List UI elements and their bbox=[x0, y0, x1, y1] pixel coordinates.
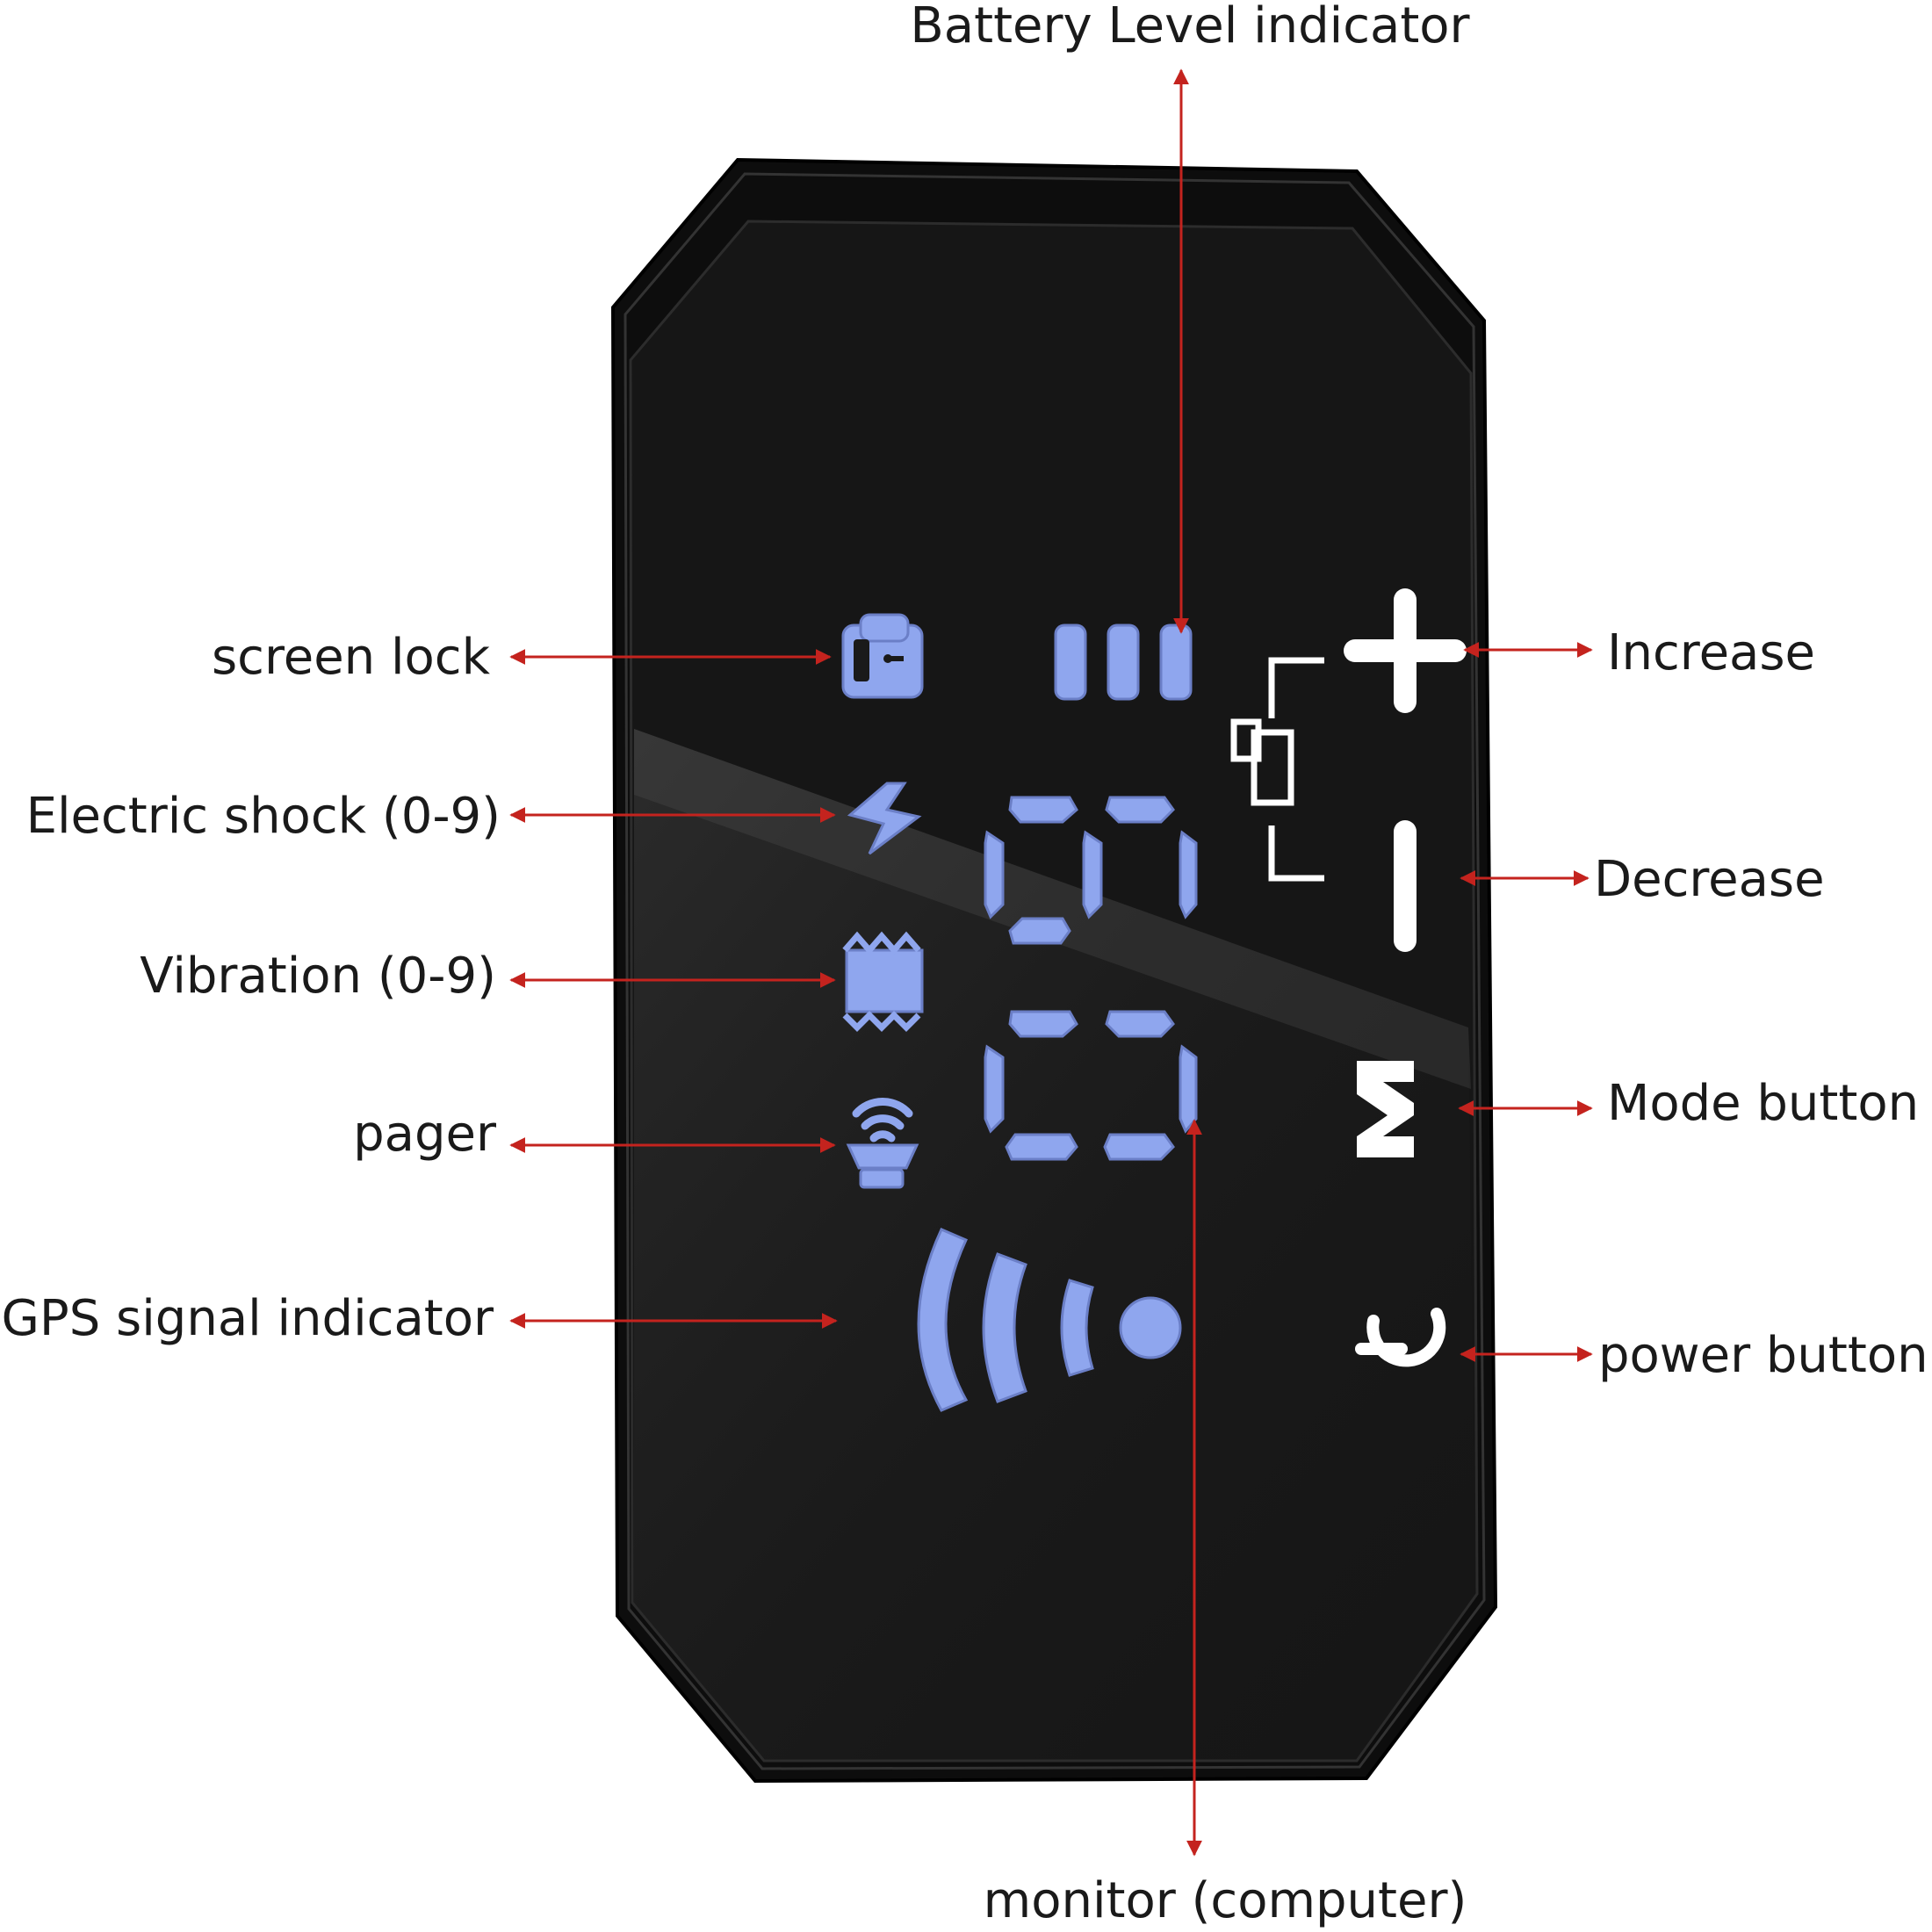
mode-button[interactable] bbox=[1357, 1061, 1414, 1157]
pager-icon bbox=[846, 1098, 919, 1189]
switch-bracket-icon bbox=[1230, 657, 1324, 882]
label-decrease: Decrease bbox=[1594, 851, 1825, 908]
seven-segment-display bbox=[984, 796, 1198, 1161]
label-electric-shock: Electric shock (0-9) bbox=[26, 788, 501, 845]
decrease-button[interactable] bbox=[1394, 820, 1417, 952]
gps-signal-icon bbox=[917, 1228, 1182, 1412]
label-increase: Increase bbox=[1607, 624, 1815, 681]
label-monitor: monitor (computer) bbox=[984, 1872, 1467, 1929]
vibration-icon bbox=[842, 931, 924, 1032]
power-button[interactable] bbox=[1355, 1308, 1446, 1367]
lock-icon bbox=[841, 613, 924, 699]
label-power: power button bbox=[1598, 1327, 1928, 1384]
label-screen-lock: screen lock bbox=[212, 629, 491, 686]
label-vibration: Vibration (0-9) bbox=[140, 948, 496, 1005]
lightning-icon bbox=[847, 782, 922, 855]
increase-button[interactable] bbox=[1344, 588, 1467, 713]
label-battery: Battery Level indicator bbox=[910, 0, 1470, 54]
battery-level-icon bbox=[1054, 624, 1193, 701]
label-pager: pager bbox=[353, 1106, 497, 1163]
label-mode: Mode button bbox=[1607, 1075, 1919, 1132]
device-body bbox=[610, 157, 1498, 1784]
label-gps: GPS signal indicator bbox=[2, 1290, 494, 1347]
callout-arrows bbox=[509, 68, 1593, 1856]
